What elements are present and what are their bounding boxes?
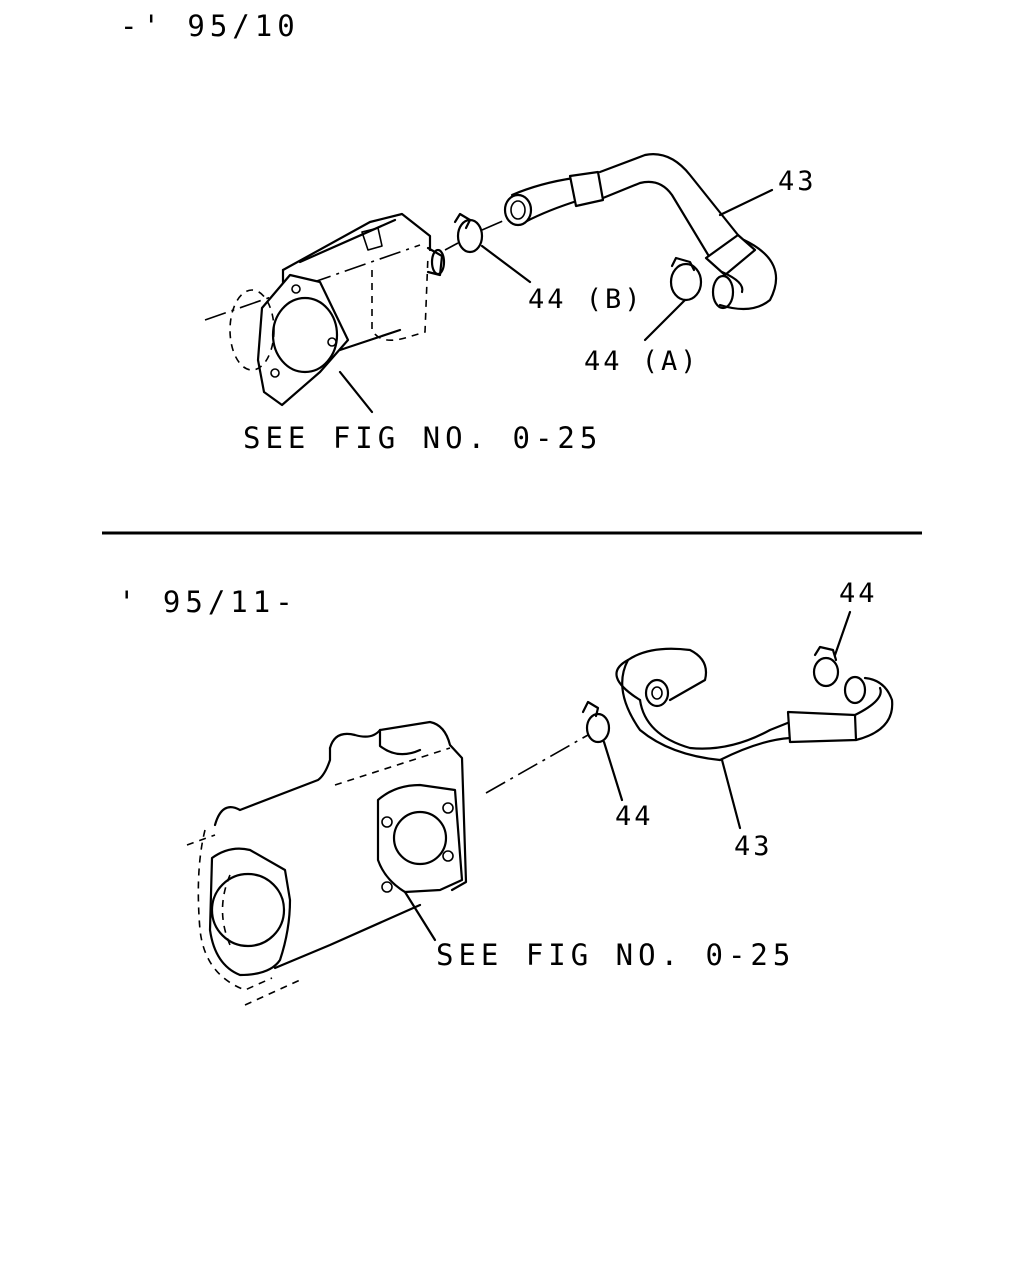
callout-44b-old: 44 (B) bbox=[528, 284, 644, 315]
water-hose-43-new bbox=[615, 647, 894, 830]
see-fig-label-new: SEE FIG NO. 0-25 bbox=[436, 938, 796, 972]
clamp-44-left bbox=[581, 700, 624, 802]
clamp-44a bbox=[643, 256, 703, 342]
callout-43-new: 43 bbox=[734, 831, 773, 862]
callout-44-left-new: 44 bbox=[615, 801, 654, 832]
callout-44a-old: 44 (A) bbox=[584, 346, 700, 377]
clamp-44-right bbox=[812, 610, 852, 688]
callout-44-right-new: 44 bbox=[839, 578, 878, 609]
clamp-44b bbox=[444, 212, 532, 284]
see-fig-label-old: SEE FIG NO. 0-25 bbox=[243, 421, 603, 455]
period-label-new: ' 95/11- bbox=[118, 585, 298, 619]
egr-cooler-housing-old bbox=[204, 212, 446, 414]
leader-43-old bbox=[718, 188, 774, 217]
egr-cooler-housing-new bbox=[186, 720, 589, 1006]
water-hose-43-old bbox=[503, 153, 778, 311]
callout-43-old: 43 bbox=[778, 166, 817, 197]
period-label-old: -' 95/10 bbox=[120, 9, 300, 43]
